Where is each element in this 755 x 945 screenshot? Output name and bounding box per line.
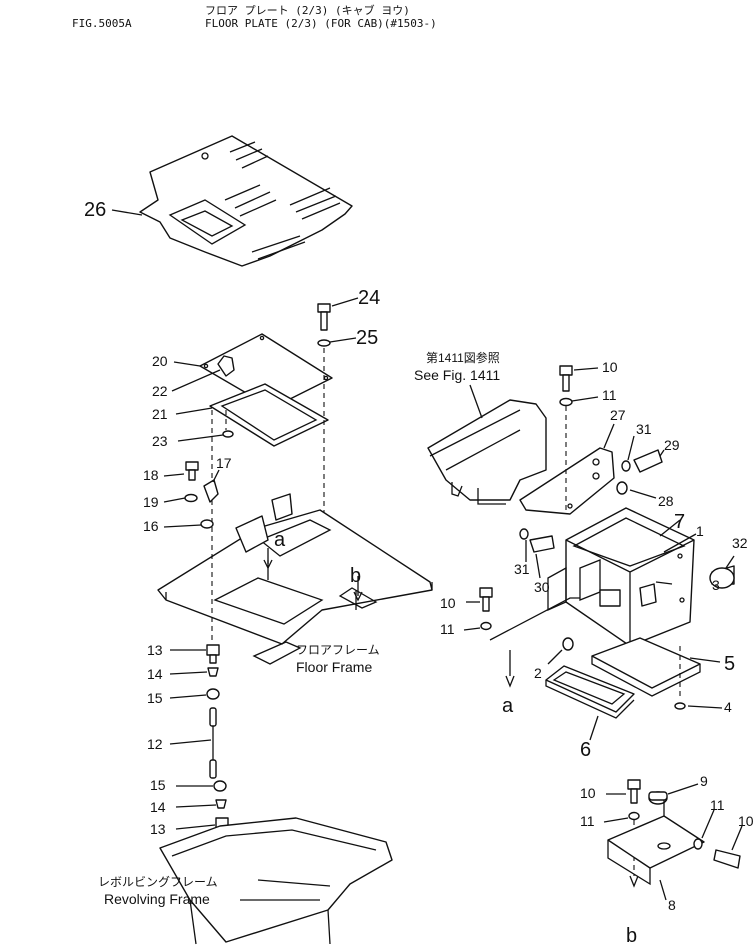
- part-number-19: 19: [143, 494, 159, 510]
- bolt-10-mid: [479, 587, 493, 612]
- part-number-4: 4: [724, 699, 732, 715]
- part-number-27: 27: [610, 407, 626, 423]
- floor-frame-label-jp: フロアフレーム: [296, 643, 380, 657]
- part-number-11d: 11: [580, 813, 595, 829]
- nut-2: [562, 637, 574, 651]
- see-fig-label-jp: 第1411図参照: [426, 350, 500, 365]
- part-number-31a: 31: [636, 421, 652, 437]
- pad-5: [591, 637, 701, 697]
- ref-a-box: a: [502, 695, 514, 717]
- box-1: [547, 507, 695, 647]
- revolving-frame-label-en: Revolving Frame: [104, 891, 210, 907]
- part-number-22: 22: [152, 383, 168, 399]
- washer-25: [317, 339, 331, 347]
- part-number-29: 29: [664, 437, 680, 453]
- clip-17: [203, 479, 219, 503]
- part-number-14a: 14: [147, 666, 163, 682]
- revolving-frame-label-jp: レボルビングフレーム: [98, 875, 218, 889]
- part-number-18: 18: [143, 467, 159, 483]
- part-number-23: 23: [152, 433, 168, 449]
- seal-21: [209, 383, 329, 447]
- part-number-24: 24: [358, 287, 380, 309]
- bracket-27: [519, 447, 615, 515]
- part-number-11b: 11: [440, 621, 455, 637]
- see-fig-label-en: See Fig. 1411: [414, 367, 500, 383]
- part-number-10c: 10: [580, 785, 596, 801]
- part-number-12: 12: [147, 736, 163, 752]
- part-number-13b: 13: [150, 821, 166, 837]
- floor-frame: [157, 493, 433, 665]
- bolt-10-top: [559, 365, 573, 392]
- part-number-7: 7: [674, 511, 685, 533]
- collar-28: [616, 481, 628, 495]
- part-number-6: 6: [580, 739, 591, 761]
- bracket-8: [607, 800, 705, 886]
- part-number-31b: 31: [514, 561, 530, 577]
- nut-16: [200, 519, 214, 529]
- part-number-2: 2: [534, 665, 542, 681]
- part-number-1: 1: [696, 523, 704, 539]
- part-number-15b: 15: [150, 777, 166, 793]
- part-number-3: 3: [712, 577, 720, 593]
- bolt-10-low: [627, 779, 641, 804]
- revolving-frame: [159, 817, 393, 945]
- part-number-20: 20: [152, 353, 168, 369]
- part-number-21: 21: [152, 406, 168, 422]
- part-number-17: 17: [216, 455, 232, 471]
- title-english: FLOOR PLATE (2/3) (FOR CAB)(#1503-): [205, 17, 437, 30]
- ref-b-floor: b: [350, 565, 361, 587]
- knob-32: [709, 565, 735, 589]
- part-number-11c: 11: [710, 797, 725, 813]
- ref-a-floor: a: [274, 529, 286, 551]
- cap-9: [648, 791, 668, 805]
- part-number-15a: 15: [147, 690, 163, 706]
- part-number-30: 30: [534, 579, 550, 595]
- part-number-5: 5: [724, 653, 735, 675]
- part-number-10d: 10: [738, 813, 754, 829]
- part-number-11a: 11: [602, 387, 617, 403]
- part-number-13a: 13: [147, 642, 163, 658]
- gasket-6: [545, 665, 635, 719]
- figure-number: FIG.5005A: [72, 17, 132, 30]
- bolt-24: [317, 303, 331, 331]
- part-number-32: 32: [732, 535, 748, 551]
- ref-b-bracket: b: [626, 925, 637, 945]
- part-number-9: 9: [700, 773, 708, 789]
- part-number-28: 28: [658, 493, 674, 509]
- bolt-18: [185, 461, 199, 481]
- title-japanese: フロア プレート (2/3) (キャブ ヨウ): [205, 4, 410, 17]
- part-number-14b: 14: [150, 799, 166, 815]
- floor-mat-26: [139, 135, 353, 267]
- cab-bracket-ref-1411: [427, 399, 547, 505]
- part-number-10b: 10: [440, 595, 456, 611]
- part-number-16: 16: [143, 518, 159, 534]
- part-number-25: 25: [356, 327, 378, 349]
- floor-frame-label-en: Floor Frame: [296, 659, 372, 675]
- part-number-26: 26: [84, 199, 106, 221]
- part-number-8: 8: [668, 897, 676, 913]
- part-number-10a: 10: [602, 359, 618, 375]
